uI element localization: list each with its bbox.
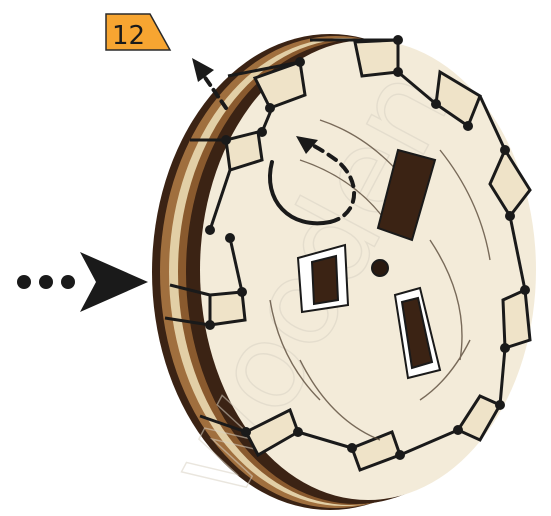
axle-hole bbox=[372, 260, 388, 276]
step-number: 12 bbox=[112, 21, 145, 51]
dotted-arrow-right-icon bbox=[17, 252, 148, 312]
step-number-badge: 12 bbox=[106, 14, 170, 51]
